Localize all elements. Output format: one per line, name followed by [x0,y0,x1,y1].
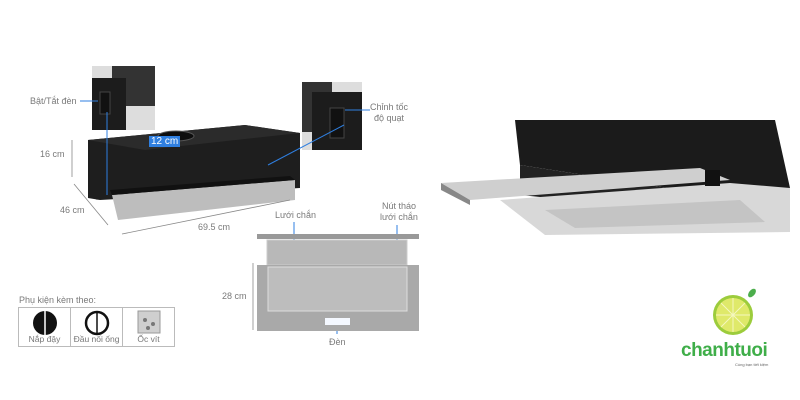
accessory-cover-cap: Nắp đậy [18,307,71,347]
width-dimension: 69.5 cm [198,222,231,232]
accessory-screws: Ốc vít [122,307,175,347]
logo-tagline: Cùng bạn tiết kiệm [735,362,769,367]
hood-3d-view [88,125,300,220]
filter-release-line1: Nút tháo [381,201,416,211]
fan-speed-label-line1: Chỉnh tốc [370,102,409,112]
cover-cap-icon [33,311,57,335]
logo-lime-icon [713,288,756,335]
accessory-label: Ốc vít [137,334,160,344]
extended-height-dimension: 28 cm [222,291,247,301]
fan-speed-label-line2: độ quạt [374,113,405,123]
logo-wordmark: chanhtuoi [681,340,768,361]
accessory-label: Đầu nối ống [73,334,120,344]
duct-diameter: 12 cm [149,136,181,147]
light-switch-inset [92,66,155,130]
filter-release-line2: lưới chắn [380,212,418,222]
fan-speed-inset [302,82,362,150]
hood-front-view [257,234,419,331]
accessory-label: Nắp đậy [28,334,61,344]
filter-label: Lưới chắn [275,210,316,220]
product-photo [441,120,790,235]
accessories-title: Phụ kiện kèm theo: [19,295,97,305]
height-dimension: 16 cm [40,149,65,159]
light-switch-label: Bật/Tắt đèn [30,96,77,106]
screws-bag-icon [137,310,161,334]
dimension-lines [71,140,291,330]
pipe-connector-icon [84,310,110,336]
lamp-label: Đèn [329,337,346,347]
depth-dimension: 46 cm [60,205,85,215]
accessory-pipe-connector: Đầu nối ống [70,307,123,347]
